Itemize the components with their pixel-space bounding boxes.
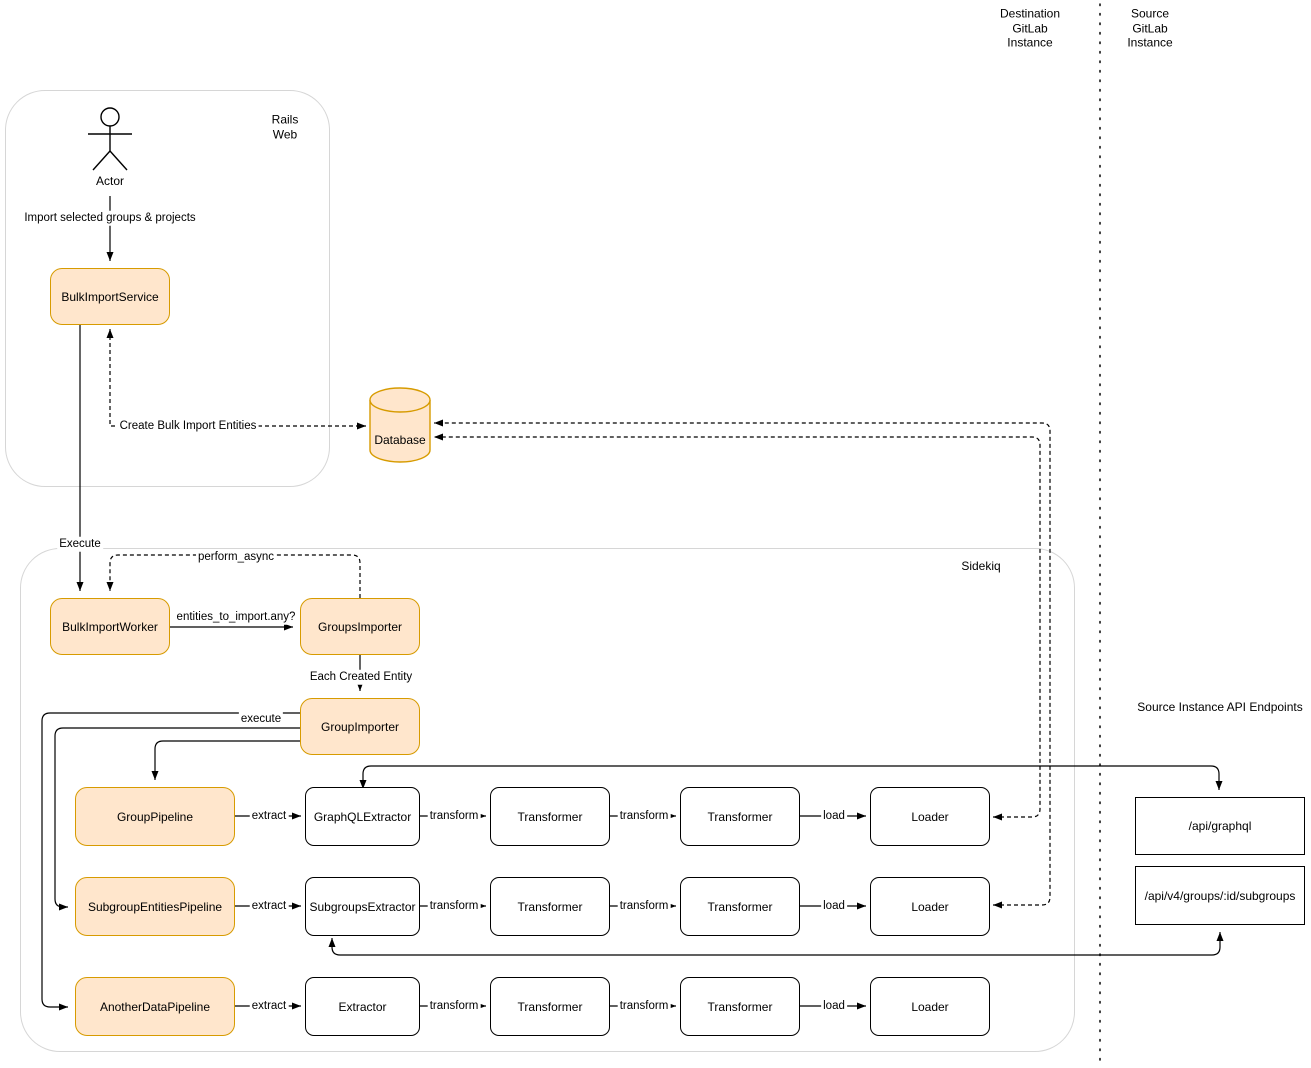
actor-icon — [88, 107, 132, 171]
node-api-subgroups: /api/v4/groups/:id/subgroups — [1135, 866, 1305, 925]
node-row1-transformer-2: Transformer — [680, 787, 800, 846]
node-graphql-extractor: GraphQLExtractor — [305, 787, 420, 846]
node-row3-transformer-1: Transformer — [490, 977, 610, 1036]
node-bulk-import-service: BulkImportService — [50, 268, 170, 325]
node-row3-loader: Loader — [870, 977, 990, 1036]
lane-source-label: Source GitLab Instance — [1127, 6, 1173, 50]
edge-label-row1-transform1: transform — [427, 808, 481, 824]
node-row2-transformer-1: Transformer — [490, 877, 610, 936]
edge-label-row3-transform1: transform — [427, 998, 481, 1014]
sidekiq-label: Sidekiq — [961, 558, 1001, 573]
node-subgroup-entities-pipeline: SubgroupEntitiesPipeline — [75, 877, 235, 936]
edge-label-execute: Execute — [57, 536, 103, 552]
edge-label-entities-to-import: entities_to_import.any? — [174, 609, 298, 625]
node-group-pipeline: GroupPipeline — [75, 787, 235, 846]
edge-label-row2-transform1: transform — [427, 898, 481, 914]
edge-label-each-created-entity: Each Created Entity — [307, 669, 415, 685]
node-row2-transformer-2: Transformer — [680, 877, 800, 936]
database-label: Database — [374, 432, 426, 447]
edge-label-create-entities: Create Bulk Import Entities — [117, 418, 259, 434]
edge-label-pipeline-execute: execute — [238, 711, 284, 727]
node-row1-transformer-1: Transformer — [490, 787, 610, 846]
node-row2-loader: Loader — [870, 877, 990, 936]
actor-label: Actor — [95, 173, 125, 188]
edge-label-perform-async: perform_async — [195, 549, 277, 565]
node-row1-loader: Loader — [870, 787, 990, 846]
node-subgroups-extractor: SubgroupsExtractor — [305, 877, 420, 936]
database-icon — [369, 387, 431, 463]
node-extractor: Extractor — [305, 977, 420, 1036]
node-bulk-import-worker: BulkImportWorker — [50, 598, 170, 655]
edge-label-import-selected: Import selected groups & projects — [22, 210, 198, 226]
edge-label-row1-transform2: transform — [617, 808, 671, 824]
edge-label-row3-extract: extract — [249, 998, 289, 1014]
api-endpoints-title: Source Instance API Endpoints — [1137, 699, 1303, 714]
node-row3-transformer-2: Transformer — [680, 977, 800, 1036]
node-group-importer: GroupImporter — [300, 698, 420, 755]
edge-loader2-database — [434, 419, 1051, 909]
edge-groupimporter-to-anotherdatapipeline — [41, 712, 300, 1011]
lane-destination-label: Destination GitLab Instance — [999, 6, 1061, 50]
edge-label-row1-extract: extract — [249, 808, 289, 824]
edge-label-row2-load: load — [821, 898, 847, 914]
node-another-data-pipeline: AnotherDataPipeline — [75, 977, 235, 1036]
edge-groupimporter-to-grouppipeline — [151, 740, 300, 780]
edge-label-row3-load: load — [821, 998, 847, 1014]
edge-label-row2-extract: extract — [249, 898, 289, 914]
edge-groupimporter-to-subgroupentitiespipeline — [54, 727, 300, 911]
rails-web-label: Rails Web — [271, 112, 299, 142]
edge-subgroupsextractor-to-api-subgroups — [328, 932, 1224, 956]
rails-web-container — [5, 90, 330, 487]
edge-label-row2-transform2: transform — [617, 898, 671, 914]
edge-label-row1-load: load — [821, 808, 847, 824]
edge-label-row3-transform2: transform — [617, 998, 671, 1014]
node-groups-importer: GroupsImporter — [300, 598, 420, 655]
node-api-graphql: /api/graphql — [1135, 797, 1305, 855]
edge-loader1-database — [434, 433, 1041, 821]
edge-create-bulk-import-entities — [106, 329, 366, 430]
